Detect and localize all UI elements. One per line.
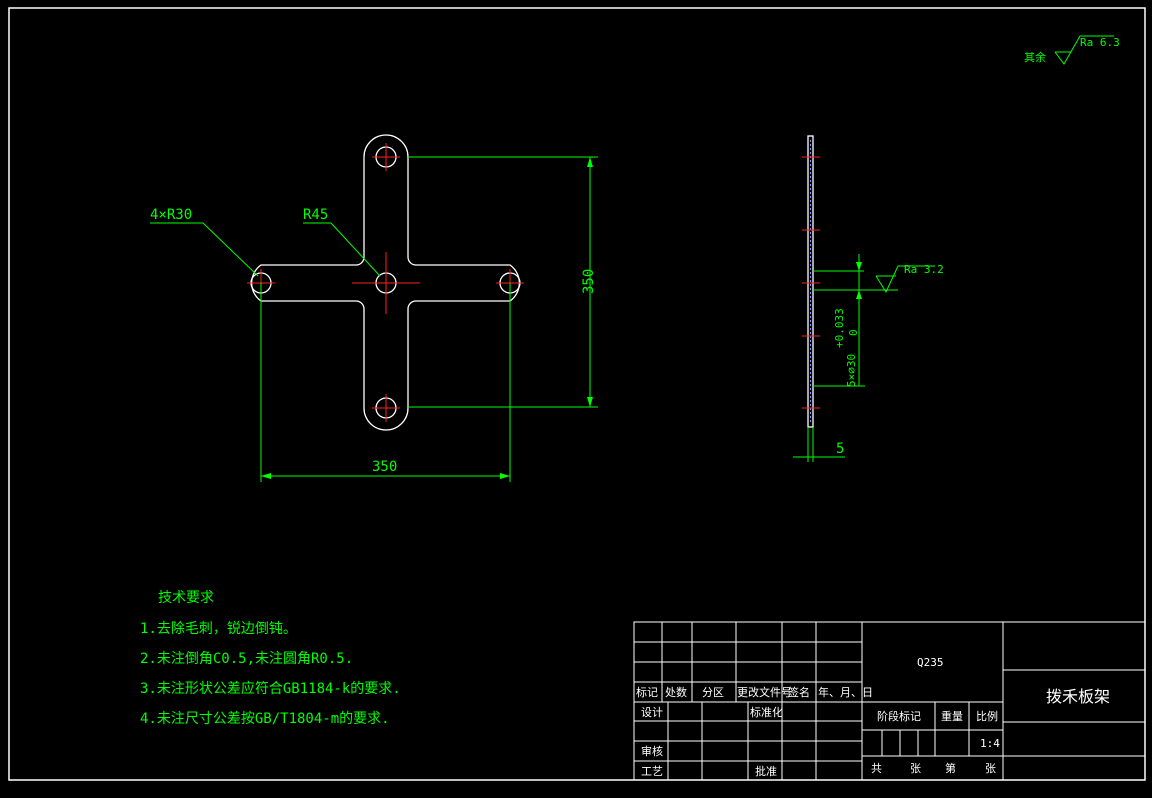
header-count: 处数 xyxy=(665,686,687,699)
label-process: 工艺 xyxy=(641,765,663,778)
part-name: 拨禾板架 xyxy=(1046,687,1110,706)
tech-req-item-4: 4.未注尺寸公差按GB/T1804-m的要求. xyxy=(140,711,390,727)
tech-req-title: 技术要求 xyxy=(158,590,214,606)
label-sheet-unit2: 张 xyxy=(985,762,996,775)
label-weight: 重量 xyxy=(941,709,963,723)
callout-corner-radius: 4×R30 xyxy=(150,207,192,223)
tech-req-item-2: 2.未注倒角C0.5,未注圆角R0.5. xyxy=(140,651,353,667)
label-sheet-unit: 张 xyxy=(910,762,921,775)
dim-thickness-5: 5 xyxy=(836,441,844,457)
sheet-border xyxy=(8,7,1146,781)
label-approve: 批准 xyxy=(755,764,777,778)
hole-tol-lower: 0 xyxy=(847,329,860,336)
roughness-general-label: 其余 xyxy=(1024,50,1046,64)
material: Q235 xyxy=(917,656,944,669)
general-roughness: 其余 Ra 6.3 xyxy=(1024,35,1120,65)
hole-size-callout: 5×⌀30 xyxy=(845,354,858,387)
roughness-general-value: Ra 6.3 xyxy=(1080,36,1120,49)
callout-center-radius: R45 xyxy=(303,207,328,223)
title-block-text: 标记 处数 分区 更改文件号 签名 年、月、日 设计 标准化 审核 工艺 批准 … xyxy=(636,656,1110,778)
title-block xyxy=(633,621,1146,781)
label-total: 共 xyxy=(871,762,882,775)
header-zone: 分区 xyxy=(702,686,724,699)
main-view: 4×R30 R45 350 350 xyxy=(150,134,598,482)
dim-vertical-350: 350 xyxy=(581,269,597,294)
tech-req-item-3: 3.未注形状公差应符合GB1184-k的要求. xyxy=(140,680,401,697)
plate-outline xyxy=(251,134,520,431)
label-review: 审核 xyxy=(641,744,663,758)
roughness-face: Ra 3.2 xyxy=(904,263,944,276)
tech-req-item-1: 1.去除毛刺，锐边倒钝。 xyxy=(140,621,297,637)
tech-requirements: 技术要求 1.去除毛刺，锐边倒钝。 2.未注倒角C0.5,未注圆角R0.5. 3… xyxy=(140,590,401,727)
header-change-doc: 更改文件号 xyxy=(737,685,792,699)
label-standardization: 标准化 xyxy=(750,705,783,719)
header-date: 年、月、日 xyxy=(818,685,873,699)
header-signature: 签名 xyxy=(788,685,810,699)
header-mark: 标记 xyxy=(636,685,658,699)
label-design: 设计 xyxy=(641,706,663,719)
dim-horizontal-350: 350 xyxy=(372,459,397,475)
hole-tol-upper: +0.033 xyxy=(833,308,846,348)
label-stage-mark: 阶段标记 xyxy=(877,709,921,723)
label-scale: 比例 xyxy=(976,709,998,723)
scale-value: 1:4 xyxy=(980,737,1000,750)
side-view: Ra 3.2 5×⌀30 +0.033 0 5 xyxy=(793,135,944,462)
side-plate-outline xyxy=(807,135,814,428)
centerlines xyxy=(247,143,524,422)
label-sheet-no: 第 xyxy=(945,761,956,775)
